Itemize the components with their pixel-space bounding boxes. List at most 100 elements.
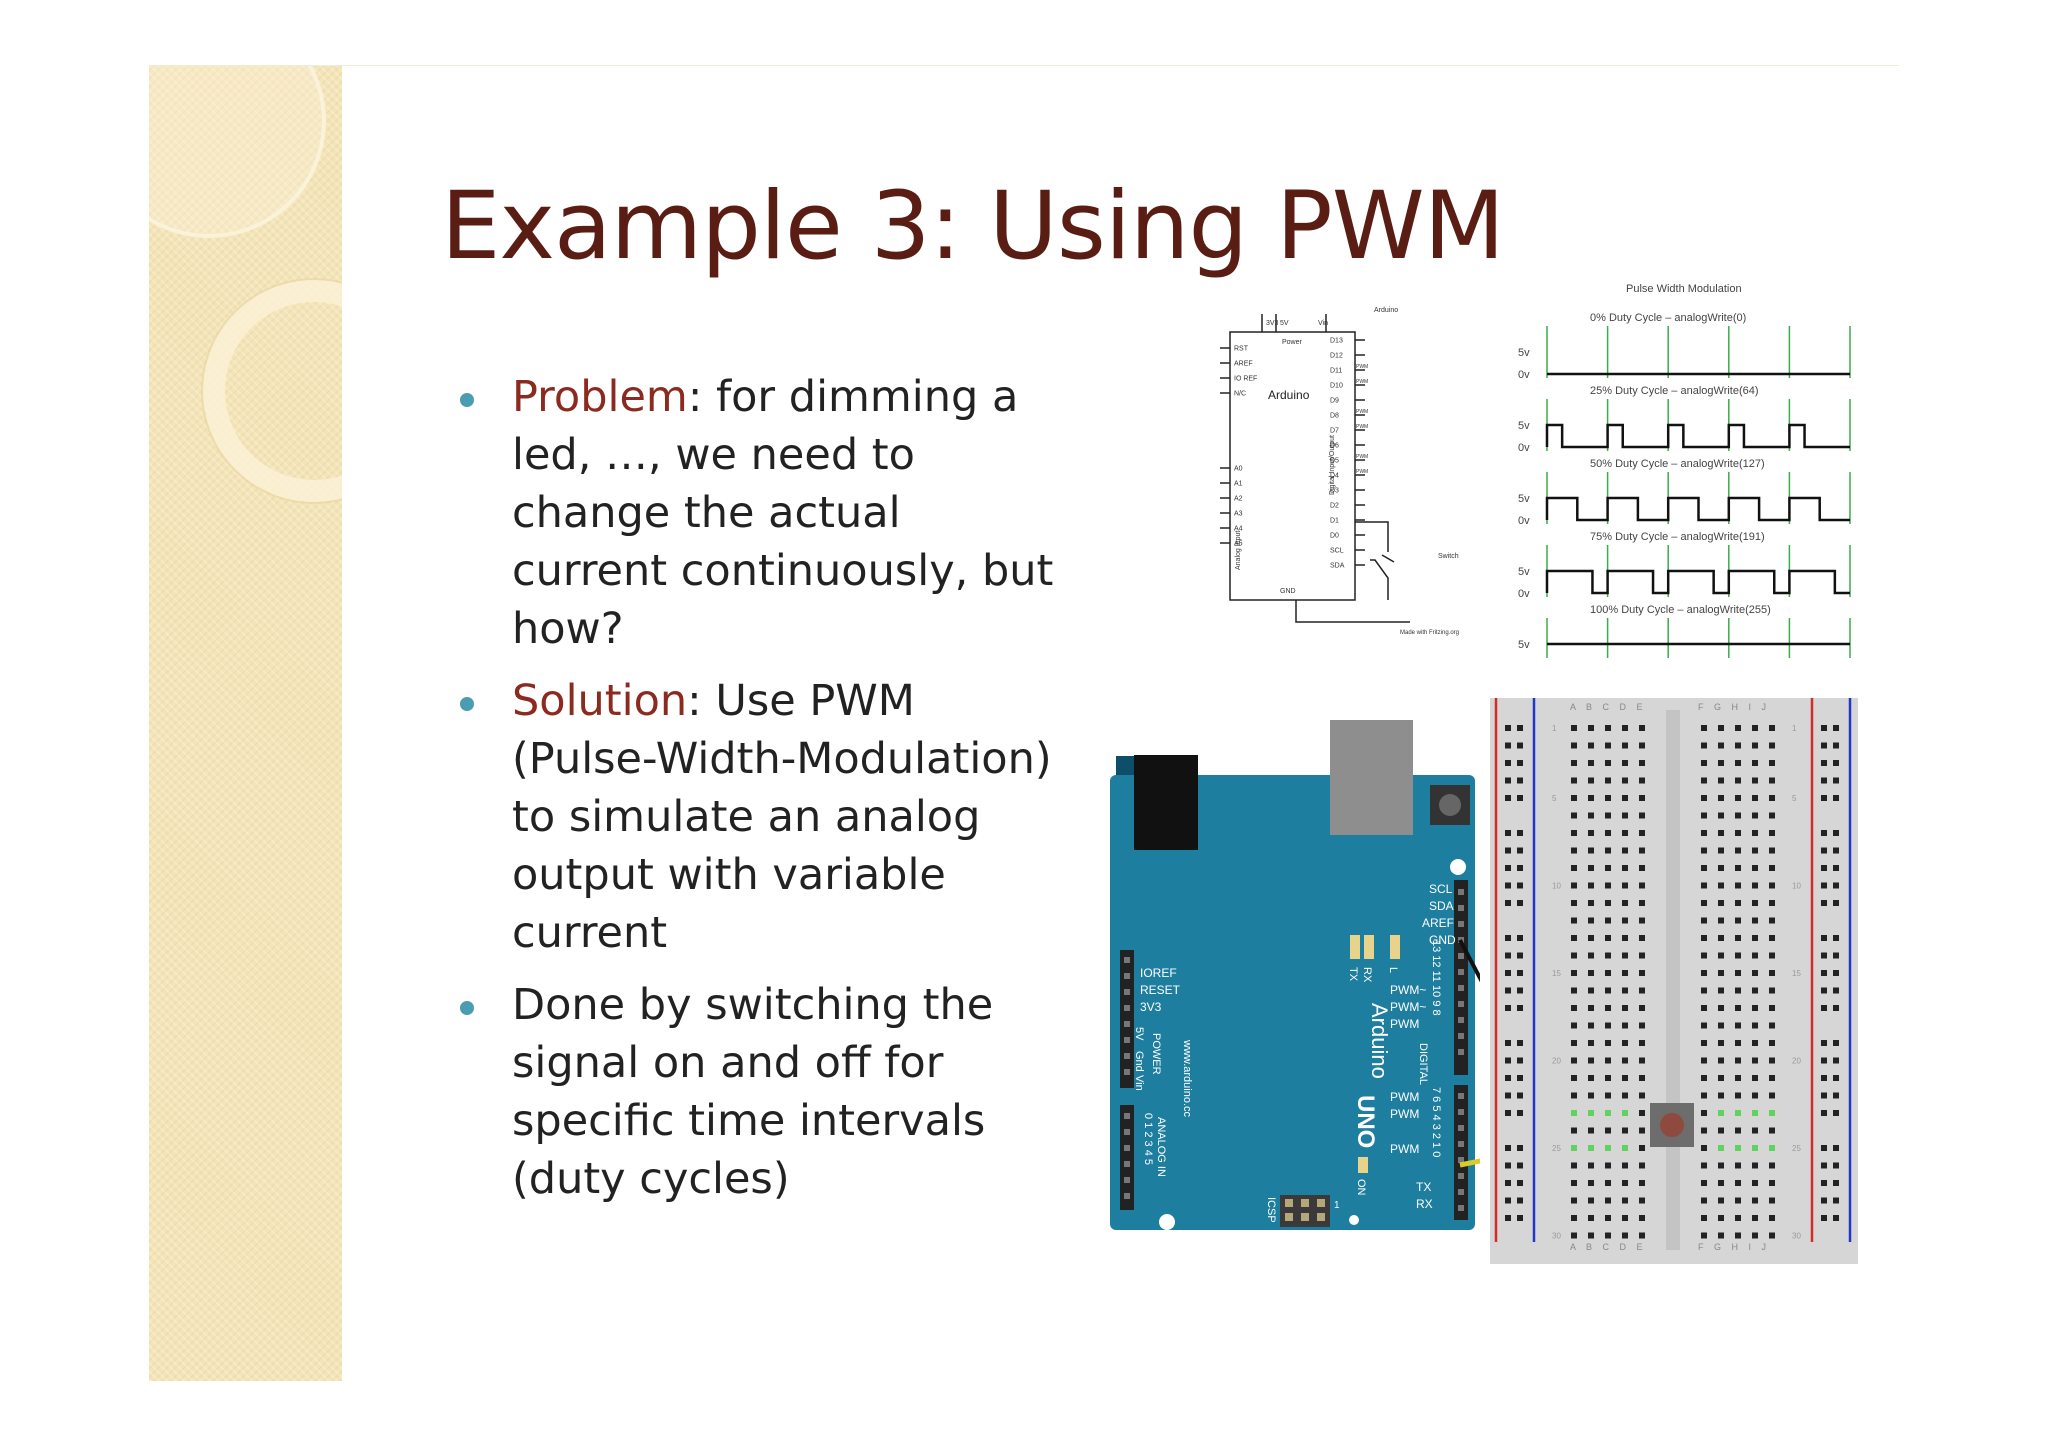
- breadboard-hole: [1701, 777, 1707, 784]
- breadboard-hole: [1769, 830, 1775, 836]
- breadboard-hole: [1571, 777, 1577, 784]
- rail-hole: [1505, 935, 1511, 941]
- schematic-right-pin: D10: [1330, 383, 1343, 390]
- header-pin: [1124, 1053, 1130, 1059]
- board-tx-label: TX: [1347, 967, 1359, 982]
- pwm-waveform-chart: Pulse Width Modulation 0% Duty Cycle – a…: [1518, 283, 1851, 658]
- breadboard-hole: [1735, 952, 1741, 959]
- rail-hole: [1517, 777, 1523, 784]
- rail-hole: [1821, 900, 1827, 906]
- rail-hole: [1821, 1145, 1827, 1151]
- board-rx-pin-label: RX: [1416, 1197, 1433, 1211]
- breadboard-row-number: 20: [1552, 1057, 1561, 1066]
- breadboard-hole: [1588, 1057, 1594, 1064]
- breadboard-channel: [1666, 710, 1680, 1250]
- schematic-top-label: Arduino: [1374, 307, 1398, 314]
- breadboard-hole: [1622, 795, 1628, 801]
- schematic-right-pin: D7: [1330, 428, 1339, 435]
- pwm-chart-title: Pulse Width Modulation: [1626, 283, 1742, 295]
- icsp-pin: [1317, 1199, 1325, 1207]
- breadboard-hole: [1622, 917, 1628, 924]
- breadboard-hole: [1769, 1040, 1775, 1046]
- header-pin: [1458, 969, 1464, 975]
- rail-hole: [1505, 1215, 1511, 1221]
- pushbutton-cap[interactable]: [1660, 1113, 1684, 1137]
- breadboard-hole: [1588, 1232, 1594, 1239]
- bullet-text-problem: for dimming a led, …, we need to change …: [512, 372, 1054, 654]
- mount-hole: [1349, 1215, 1359, 1225]
- bb-cols-left-top: A B C D E: [1570, 702, 1647, 712]
- bullet-text-duty-cycles: Done by switching the signal on and off …: [512, 980, 994, 1204]
- breadboard-hole: [1769, 882, 1775, 889]
- rail-hole: [1821, 935, 1827, 941]
- breadboard-hole: [1701, 1092, 1707, 1099]
- rail-hole: [1505, 1075, 1511, 1081]
- board-name: Arduino: [1367, 1003, 1392, 1079]
- breadboard-hole: [1718, 1040, 1724, 1046]
- breadboard-hole: [1701, 1215, 1707, 1221]
- reset-button-cap[interactable]: [1439, 794, 1461, 816]
- schematic-right-pin: D12: [1330, 353, 1343, 360]
- breadboard-hole: [1769, 865, 1775, 871]
- rail-hole: [1517, 1110, 1523, 1116]
- board-analog-label: ANALOG IN: [1155, 1117, 1167, 1177]
- board-digital-numbers-upper: 13 12 11 10 9 8: [1430, 940, 1442, 1016]
- rail-hole: [1821, 795, 1827, 801]
- breadboard-hole: [1718, 1197, 1724, 1204]
- breadboard-hole: [1622, 952, 1628, 959]
- breadboard-hole: [1571, 900, 1577, 906]
- rail-hole: [1833, 882, 1839, 889]
- rail-hole: [1833, 1215, 1839, 1221]
- rail-hole: [1821, 1057, 1827, 1064]
- header-pin: [1458, 1049, 1464, 1055]
- breadboard-hole: [1588, 900, 1594, 906]
- schematic-right-pin: D4: [1330, 473, 1339, 480]
- pwm-row-label: 25% Duty Cycle – analogWrite(64): [1590, 385, 1759, 397]
- breadboard-hole: [1588, 830, 1594, 836]
- rail-hole: [1517, 987, 1523, 994]
- breadboard-hole: [1769, 1005, 1775, 1011]
- breadboard-hole: [1622, 1092, 1628, 1099]
- breadboard-hole: [1752, 1092, 1758, 1099]
- header-pin: [1124, 1021, 1130, 1027]
- rail-hole: [1505, 882, 1511, 889]
- breadboard-hole: [1588, 795, 1594, 801]
- breadboard-hole: [1571, 935, 1577, 941]
- breadboard-hole: [1605, 1110, 1611, 1116]
- rail-hole: [1517, 1145, 1523, 1151]
- breadboard-hole: [1622, 935, 1628, 941]
- breadboard-hole: [1769, 812, 1775, 819]
- rail-hole: [1821, 1092, 1827, 1099]
- rail-hole: [1833, 1040, 1839, 1046]
- breadboard-hole: [1735, 1162, 1741, 1169]
- breadboard-hole: [1622, 1197, 1628, 1204]
- bullet-item-solution: Solution: Use PWM (Pulse-Width-Modulatio…: [460, 672, 1060, 962]
- schematic-right-pin: D9: [1330, 398, 1339, 405]
- bullet-label-problem: Problem: [512, 372, 688, 422]
- pwm-row-label: 50% Duty Cycle – analogWrite(127): [1590, 458, 1765, 470]
- schematic-pwm-tag: PWM: [1356, 454, 1368, 460]
- pwm-high-label: 5v: [1518, 420, 1530, 432]
- board-pwm-label: PWM~: [1390, 1000, 1426, 1014]
- pwm-row-label: 100% Duty Cycle – analogWrite(255): [1590, 604, 1771, 616]
- digital-header-lower: [1454, 1085, 1468, 1220]
- breadboard-hole: [1718, 882, 1724, 889]
- rail-hole: [1517, 847, 1523, 854]
- header-pin: [1124, 1129, 1130, 1135]
- rail-hole: [1821, 1075, 1827, 1081]
- schematic-right-pin: SDA: [1330, 563, 1345, 570]
- breadboard-hole: [1622, 1040, 1628, 1046]
- schematic-analog-pin: A5: [1234, 541, 1243, 548]
- board-digital-numbers-lower: 7 6 5 4 3 2 1 0: [1430, 1087, 1442, 1157]
- breadboard-hole: [1639, 1057, 1645, 1064]
- breadboard-hole: [1718, 742, 1724, 749]
- breadboard-hole: [1735, 760, 1741, 766]
- breadboard-hole: [1718, 952, 1724, 959]
- rail-hole: [1833, 1092, 1839, 1099]
- breadboard-hole: [1639, 1145, 1645, 1151]
- breadboard-hole: [1588, 935, 1594, 941]
- breadboard-hole: [1769, 760, 1775, 766]
- breadboard-hole: [1701, 1180, 1707, 1186]
- schematic-analog-pin: A4: [1234, 526, 1243, 533]
